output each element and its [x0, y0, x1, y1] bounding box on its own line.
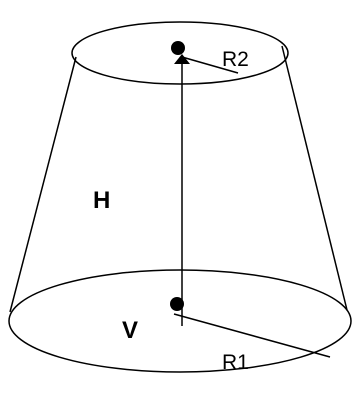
top-center-point [171, 41, 185, 55]
bottom-base-ellipse [8, 269, 352, 373]
bottom-center-point [170, 297, 184, 311]
bottom-radius-label: R1 [222, 351, 249, 374]
top-radius-line [181, 56, 239, 74]
height-axis-arrowhead [174, 54, 190, 64]
top-radius-label: R2 [222, 48, 249, 71]
bottom-radius-line [173, 313, 331, 358]
top-base-ellipse [71, 21, 289, 85]
left-side-edge [9, 56, 77, 313]
right-side-edge [281, 45, 348, 311]
volume-label: V [122, 317, 138, 344]
height-label: H [93, 187, 110, 214]
